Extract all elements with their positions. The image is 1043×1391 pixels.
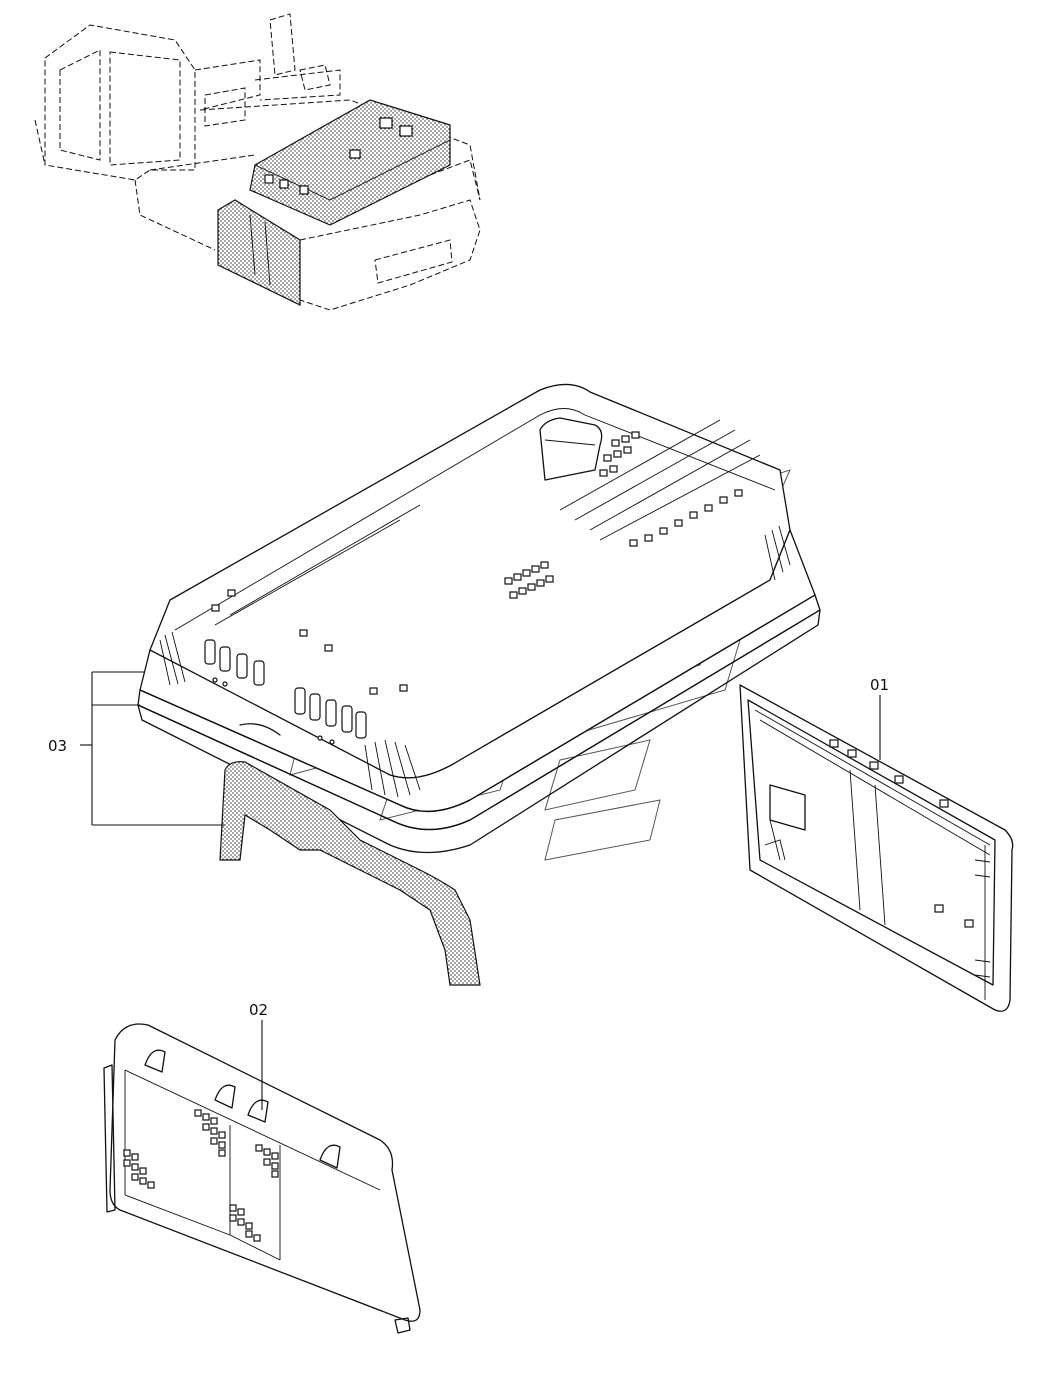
side-door-panel <box>739 684 1014 1012</box>
hood-seal-bracket <box>219 761 481 986</box>
front-cover-grille <box>123 1109 279 1242</box>
leader-lines <box>80 671 881 1110</box>
hood-top-slots <box>211 419 761 695</box>
part-label-01: 01 <box>870 676 889 694</box>
part-label-02: 02 <box>249 1001 268 1019</box>
engine-hood <box>137 383 821 854</box>
hood-front-vents <box>159 525 791 798</box>
part-label-03: 03 <box>48 737 67 755</box>
front-cover-panel <box>103 1023 421 1334</box>
excavator-overview <box>34 13 481 311</box>
